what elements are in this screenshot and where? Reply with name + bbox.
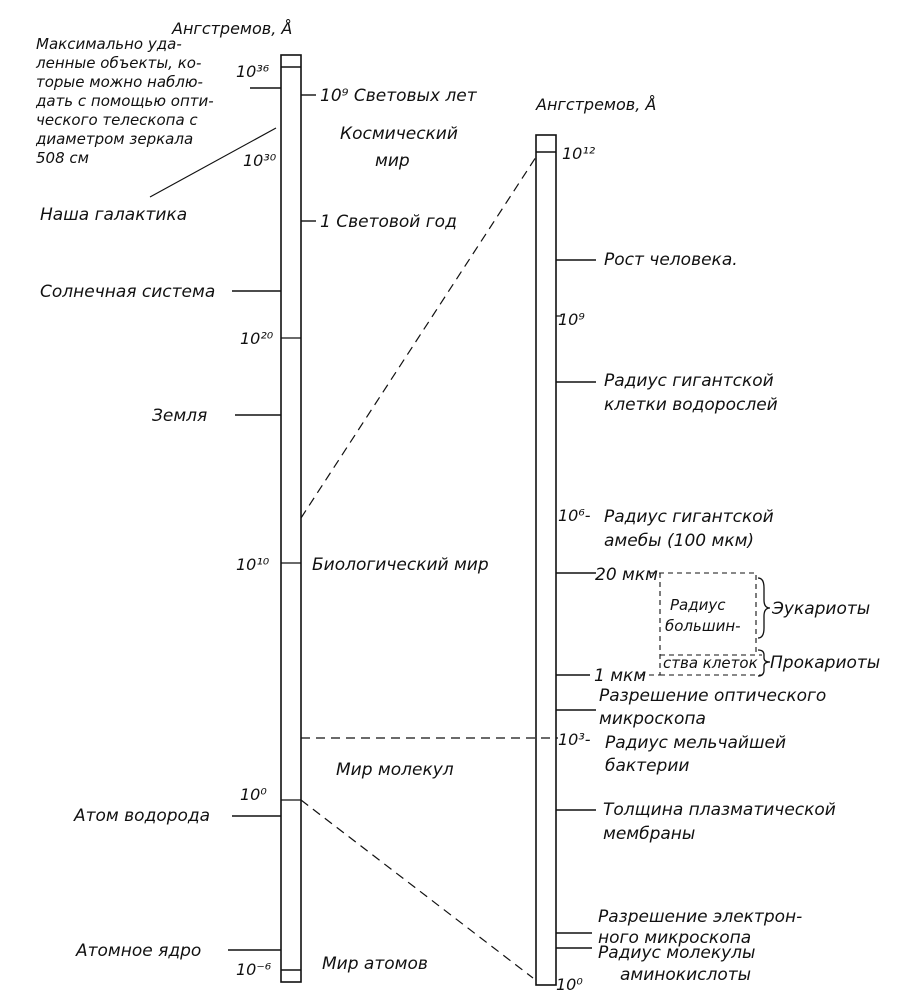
label-atomic-nucleus: Атомное ядро: [75, 941, 201, 961]
left-tick-1e36: 10³⁶: [236, 62, 270, 81]
label-1-light-year: 1 Световой год: [320, 212, 457, 232]
svg-text:Максимально уда-: Максимально уда-: [36, 35, 182, 53]
galaxy-pointer: [149, 127, 277, 198]
svg-text:торые можно наблю-: торые можно наблю-: [36, 73, 203, 91]
label-optical-res-1: Разрешение оптического: [599, 686, 826, 706]
left-tick-1e0: 10⁰: [240, 785, 267, 804]
label-atoms-world: Мир атомов: [322, 954, 428, 974]
label-amino-acid-2: аминокислоты: [620, 965, 751, 985]
svg-text:508 см: 508 см: [36, 149, 89, 167]
prokaryotes-brace: [757, 649, 771, 677]
right-scale: Ангстремов, Å 10¹² 10⁹ 10⁶- 10³- 10⁰ Рос…: [535, 95, 880, 994]
label-cosmic-world-1: Космический: [340, 124, 458, 144]
eukaryotes-brace: [757, 577, 771, 639]
label-membrane-2: мембраны: [603, 824, 695, 844]
label-prokaryotes: Прокариоты: [770, 653, 880, 673]
right-tick-1e6: 10⁶-: [558, 506, 591, 525]
connector-bottom: [300, 799, 534, 979]
label-giant-amoeba-2: амебы (100 мкм): [604, 531, 754, 551]
right-scale-header: Ангстремов, Å: [535, 95, 656, 114]
right-scale-bar: [535, 134, 557, 986]
label-giant-amoeba-1: Радиус гигантской: [604, 507, 774, 527]
label-giant-algae-1: Радиус гигантской: [604, 371, 774, 391]
label-1um: 1 мкм: [594, 666, 646, 686]
label-eukaryotes: Эукариоты: [771, 599, 870, 619]
right-tick-1e9: 10⁹: [558, 310, 585, 329]
connectors: [300, 156, 558, 979]
label-molecules-world: Мир молекул: [336, 760, 454, 780]
right-tick-1e3: 10³-: [558, 730, 591, 749]
cell-radius-bracket: [640, 572, 762, 676]
svg-text:ленные объекты, ко-: ленные объекты, ко-: [35, 54, 201, 72]
label-hydrogen-atom: Атом водорода: [73, 806, 210, 826]
right-tick-1e12: 10¹²: [562, 144, 596, 163]
label-smallest-bacteria-1: Радиус мельчайшей: [605, 733, 786, 753]
label-cell-radius-1: Радиус: [670, 596, 726, 614]
label-biological-world: Биологический мир: [312, 555, 489, 575]
label-cell-radius-2: большин-: [665, 617, 741, 635]
label-amino-acid-1: Радиус молекулы: [598, 943, 755, 963]
label-solar-system: Солнечная система: [40, 282, 215, 302]
label-optical-res-2: микроскопа: [599, 709, 706, 729]
svg-text:диаметром зеркала: диаметром зеркала: [35, 130, 193, 148]
label-earth: Земля: [152, 406, 207, 426]
label-human-height: Рост человека.: [604, 250, 738, 270]
label-membrane-1: Толщина плазматической: [603, 800, 836, 820]
connector-top: [300, 156, 537, 519]
label-20um: 20 мкм: [595, 565, 658, 585]
telescope-objects-label: Максимально уда- ленные объекты, ко- тор…: [35, 35, 214, 167]
label-electron-res-1: Разрешение электрон-: [598, 907, 802, 927]
label-cosmic-world-2: мир: [375, 151, 410, 171]
left-tick-1e20: 10²⁰: [240, 329, 274, 348]
label-electron-res-2: ного микроскопа: [598, 928, 751, 948]
svg-text:дать с помощью опти-: дать с помощью опти-: [35, 92, 214, 110]
label-smallest-bacteria-2: бактерии: [605, 756, 689, 776]
left-scale: Ангстремов, Å 10³⁶ 10³⁰ 10²⁰ 10¹⁰ 10⁰ 10…: [35, 19, 489, 983]
left-tick-1e10: 10¹⁰: [236, 555, 270, 574]
left-tick-1e-6: 10⁻⁶: [236, 960, 272, 979]
left-scale-bar: [280, 54, 302, 983]
left-tick-1e30: 10³⁰: [243, 151, 277, 170]
label-giant-algae-2: клетки водорослей: [604, 395, 778, 415]
label-1e9-light-years: 10⁹ Световых лет: [320, 86, 478, 106]
right-tick-1e0: 10⁰: [556, 975, 583, 994]
label-galaxy: Наша галактика: [40, 205, 187, 225]
left-scale-header: Ангстремов, Å: [171, 19, 292, 38]
svg-text:ческого телескопа с: ческого телескопа с: [36, 111, 198, 129]
label-cell-radius-3: ства клеток: [663, 654, 758, 672]
